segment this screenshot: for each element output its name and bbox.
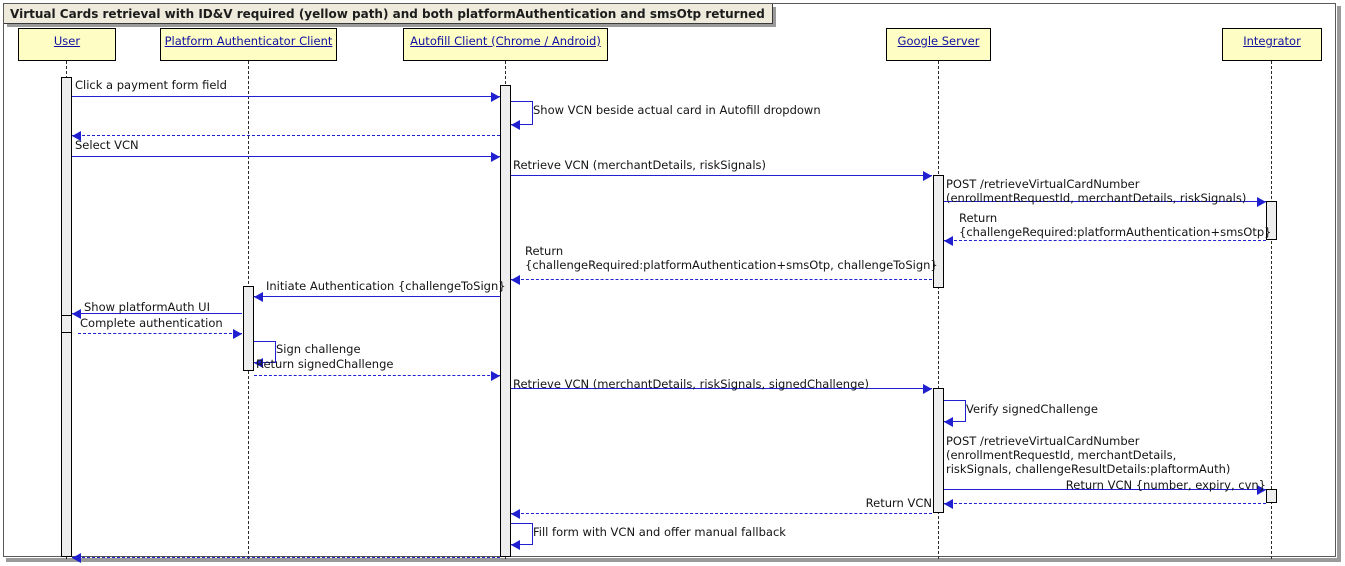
participant-label-platform-authenticator-client: Platform Authenticator Client: [164, 34, 333, 48]
participant-label-autofill-client: Autofill Client (Chrome / Android): [410, 34, 601, 48]
message-label-m13: Return signedChallenge: [256, 357, 394, 371]
arrowhead-m15: [944, 417, 953, 427]
message-label-m1: Click a payment form field: [75, 78, 227, 92]
message-label-m14: Retrieve VCN (merchantDetails, riskSigna…: [513, 377, 869, 391]
arrowhead-m2: [511, 120, 520, 130]
message-line-m13: [254, 375, 500, 376]
arrowhead-m3: [72, 131, 81, 141]
title-tab-shadow-bottom: [7, 24, 776, 27]
activation-bar-integrator: [1266, 201, 1277, 240]
self-message-m12: [254, 341, 276, 363]
arrowhead-m20: [72, 553, 81, 563]
activation-bar-platform-authenticator-client: [243, 286, 254, 371]
activation-bar-google-server: [933, 388, 944, 513]
arrowhead-m1: [491, 92, 500, 102]
arrowhead-m13: [491, 371, 500, 381]
diagram-frame: [3, 3, 1336, 557]
message-label-m6: POST /retrieveVirtualCardNumber (enrollm…: [946, 177, 1247, 205]
message-label-m10: Show platformAuth UI: [84, 300, 210, 314]
message-line-m17: [944, 503, 1266, 504]
message-label-m19: Fill form with VCN and offer manual fall…: [533, 525, 786, 539]
message-line-m18: [511, 513, 932, 514]
message-line-m10: [72, 313, 242, 314]
message-line-m14: [511, 388, 932, 389]
message-label-m18: Return VCN: [865, 496, 932, 510]
activation-bar-user: [61, 315, 72, 333]
message-line-m4: [72, 156, 500, 157]
message-line-m6: [944, 201, 1266, 202]
arrowhead-m5: [923, 171, 932, 181]
arrowhead-m16: [1257, 485, 1266, 495]
message-label-m4: Select VCN: [75, 138, 139, 152]
message-label-m16: POST /retrieveVirtualCardNumber (enrollm…: [946, 434, 1231, 476]
arrowhead-m8: [511, 275, 520, 285]
arrowhead-m11: [233, 329, 242, 339]
self-message-m15: [944, 400, 966, 422]
activation-bar-autofill-client: [500, 85, 511, 557]
message-label-m11: Complete authentication: [80, 316, 223, 330]
lifeline-google-server: [938, 61, 939, 559]
arrowhead-m10: [72, 309, 81, 319]
arrowhead-m18: [511, 509, 520, 519]
arrowhead-m17: [944, 499, 953, 509]
arrowhead-m6: [1257, 197, 1266, 207]
message-label-m7: Return {challengeRequired:platformAuthen…: [959, 211, 1272, 239]
activation-bar-integrator: [1266, 489, 1277, 503]
participant-label-integrator: Integrator: [1243, 34, 1301, 48]
participant-label-user: User: [53, 34, 81, 48]
diagram-title-text: Virtual Cards retrieval with ID&V requir…: [10, 6, 765, 21]
message-label-m8: Return {challengeRequired:platformAuthen…: [525, 244, 938, 272]
message-line-m1: [72, 96, 500, 97]
message-label-m17: Return VCN {number, expiry, cvn}: [1065, 478, 1266, 492]
diagram-title: Virtual Cards retrieval with ID&V requir…: [4, 4, 773, 24]
title-tab-shadow-right: [773, 7, 776, 27]
self-message-m2: [511, 101, 533, 125]
frame-shadow-right: [1337, 6, 1341, 560]
arrowhead-m4: [491, 152, 500, 162]
participant-integrator[interactable]: Integrator: [1222, 28, 1322, 61]
message-label-m9: Initiate Authentication {challengeToSign…: [266, 279, 506, 293]
arrowhead-m9: [254, 292, 263, 302]
arrowhead-m19: [511, 540, 520, 550]
self-message-m19: [511, 523, 533, 545]
message-line-m16: [944, 489, 1266, 490]
message-line-m7: [944, 240, 1266, 241]
activation-bar-google-server: [933, 175, 944, 288]
message-line-m11: [78, 333, 242, 334]
message-line-m8: [511, 279, 932, 280]
arrowhead-m14: [923, 384, 932, 394]
message-line-m9: [254, 296, 500, 297]
participant-user[interactable]: User: [18, 28, 116, 61]
message-label-m2: Show VCN beside actual card in Autofill …: [533, 103, 821, 117]
message-label-m15: Verify signedChallenge: [966, 402, 1098, 416]
participant-google-server[interactable]: Google Server: [886, 28, 991, 61]
participant-platform-authenticator-client[interactable]: Platform Authenticator Client: [160, 28, 337, 61]
frame-shadow-bottom: [6, 558, 1341, 562]
lifeline-integrator: [1271, 61, 1272, 559]
participant-autofill-client[interactable]: Autofill Client (Chrome / Android): [403, 28, 608, 61]
arrowhead-m7: [944, 236, 953, 246]
message-line-m20: [72, 557, 500, 558]
message-line-m3: [72, 135, 500, 136]
message-line-m5: [511, 175, 932, 176]
participant-label-google-server: Google Server: [897, 34, 980, 48]
message-label-m12: Sign challenge: [276, 342, 361, 356]
message-label-m5: Retrieve VCN (merchantDetails, riskSigna…: [513, 158, 766, 172]
arrowhead-m12: [254, 358, 263, 368]
